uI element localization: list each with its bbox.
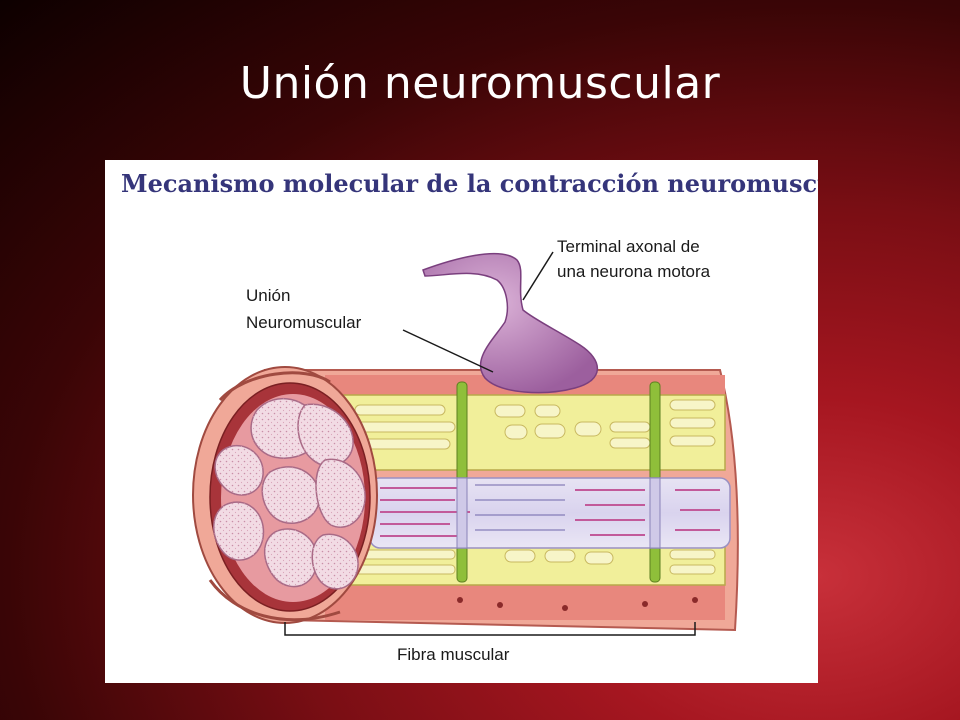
muscle-fiber: [263, 369, 739, 632]
axon-terminal: [422, 252, 599, 394]
label-muscle-fiber: Fibra muscular: [397, 645, 510, 664]
fiber-bracket: [284, 622, 696, 636]
figure-title: Mecanismo molecular de la contracción ne…: [121, 169, 818, 198]
label-axon-terminal-1: Terminal axonal de: [557, 237, 700, 256]
label-axon-terminal-2: una neurona motora: [557, 262, 711, 281]
slide-title: Unión neuromuscular: [239, 58, 721, 109]
axon-terminal-leader: [522, 251, 554, 301]
label-junction-1: Unión: [246, 286, 290, 305]
junction-leader: [402, 329, 494, 373]
label-junction-2: Neuromuscular: [246, 313, 362, 332]
diagram-figure: Mecanismo molecular de la contracción ne…: [105, 160, 818, 683]
myofibril-bundle: [369, 477, 731, 549]
neuromuscular-junction-diagram: Mecanismo molecular de la contracción ne…: [121, 169, 818, 664]
cross-section: [192, 366, 378, 624]
